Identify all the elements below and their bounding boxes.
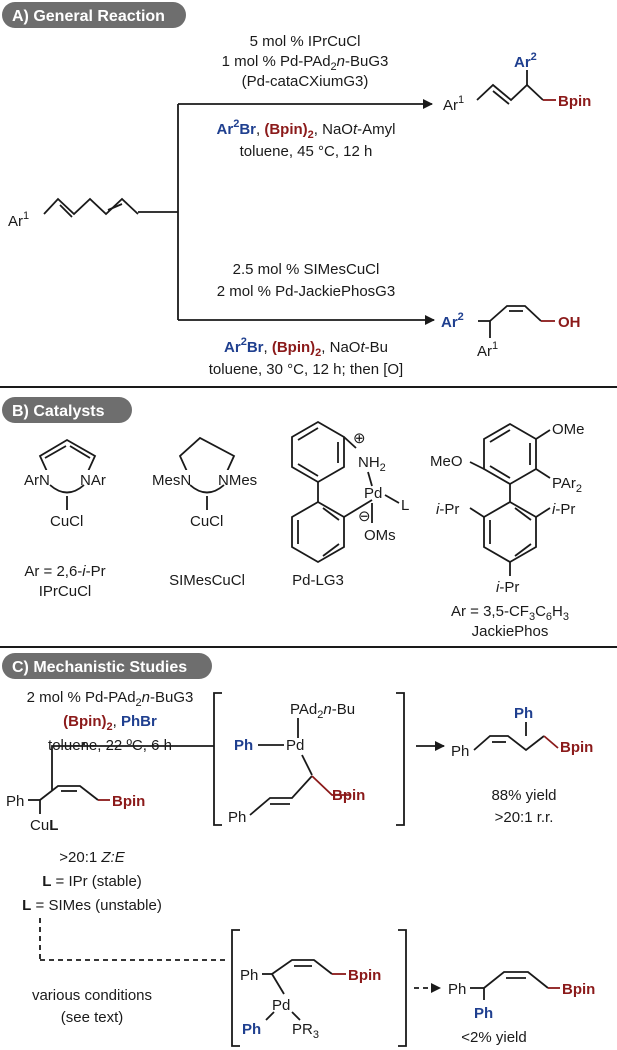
product-1: Ph Ph Bpin 88% yield >20:1 r.r. (451, 705, 593, 826)
section-b-catalysts: B) Catalysts ArN NAr CuCl Ar = 2,6-i-Pr … (0, 397, 617, 648)
svg-text:Ar2: Ar2 (514, 51, 537, 71)
pdlg3-structure: ⊕ NH2 Pd L ⊖ OMs Pd-LG3 (291, 420, 409, 589)
svg-text:Bpin: Bpin (558, 93, 591, 110)
svg-text:Pd: Pd (272, 997, 290, 1014)
svg-text:Bpin: Bpin (332, 787, 365, 804)
section-c-pill (2, 653, 212, 679)
svg-text:Ph: Ph (6, 793, 24, 810)
svg-text:ArN: ArN (24, 472, 50, 489)
bottom-solvent: toluene, 30 °C, 12 h; then [O] (209, 361, 403, 378)
svg-text:MeO: MeO (430, 453, 463, 470)
svg-text:Ph: Ph (474, 1005, 493, 1022)
section-a-general-reaction: A) General Reaction Ar1 5 mol % IPrCuCl … (0, 2, 617, 388)
top-solvent: toluene, 45 °C, 12 h (240, 143, 373, 160)
c-cond-1: 2 mol % Pd-PAd2n-BuG3 (27, 689, 194, 709)
top-cond-3: (Pd-cataCXiumG3) (242, 73, 369, 90)
c-cond-2: (Bpin)2, PhBr (63, 713, 157, 733)
product-1-yield: 88% yield (491, 787, 556, 804)
ze-ratio: >20:1 Z:E (59, 849, 125, 866)
intermediate-pd-2: Ph Pd Ph PR3 Bpin (231, 929, 407, 1047)
svg-text:Bpin: Bpin (560, 739, 593, 756)
bottom-cond-2: 2 mol % Pd-JackiePhosG3 (217, 283, 395, 300)
svg-text:Bpin: Bpin (112, 793, 145, 810)
substrate-diene: Ar1 (8, 197, 139, 230)
svg-text:NAr: NAr (80, 472, 106, 489)
section-c-title: C) Mechanistic Studies (12, 659, 187, 676)
iprcucl-structure: ArN NAr CuCl Ar = 2,6-i-Pr IPrCuCl (22, 438, 114, 600)
svg-text:PAd2n-Bu: PAd2n-Bu (290, 701, 355, 721)
svg-text:Ph: Ph (242, 1021, 261, 1038)
svg-text:Pd: Pd (364, 485, 382, 502)
pdlg3-name: Pd-LG3 (292, 572, 344, 589)
simescucl-structure: MesN NMes CuCl SIMesCuCl (150, 436, 270, 589)
top-cond-1: 5 mol % IPrCuCl (250, 33, 361, 50)
product-2: Ph Ph Bpin <2% yield (448, 971, 595, 1046)
svg-text:Pd: Pd (286, 737, 304, 754)
svg-text:CuCl: CuCl (190, 513, 223, 530)
svg-text:L: L (401, 497, 409, 514)
top-reagents: Ar2Br, (Bpin)2, NaOt-Amyl (217, 118, 396, 141)
svg-text:⊕: ⊕ (353, 430, 366, 447)
svg-text:OMs: OMs (364, 527, 396, 544)
bottom-product: Ar2 Ar1 OH (441, 305, 581, 360)
iprcucl-name: IPrCuCl (39, 583, 92, 600)
see-text: (see text) (61, 1009, 124, 1026)
svg-text:CuCl: CuCl (50, 513, 83, 530)
svg-text:Ph: Ph (240, 967, 258, 984)
svg-text:⊖: ⊖ (358, 508, 371, 525)
bottom-reagents: Ar2Br, (Bpin)2, NaOt-Bu (224, 336, 388, 359)
svg-text:Bpin: Bpin (562, 981, 595, 998)
various-conditions: various conditions (32, 987, 152, 1004)
jackiephos-ar-def: Ar = 3,5-CF3C6H3 (451, 603, 569, 623)
iprcucl-ar-def: Ar = 2,6-i-Pr (24, 563, 105, 580)
svg-text:i-Pr: i-Pr (436, 501, 459, 518)
svg-text:OH: OH (558, 314, 581, 331)
svg-text:Ar1: Ar1 (443, 94, 464, 114)
section-c-mechanistic: C) Mechanistic Studies 2 mol % Pd-PAd2n-… (2, 653, 595, 1047)
ligand-ipr: L = IPr (stable) (42, 873, 142, 890)
svg-text:OMe: OMe (552, 421, 585, 438)
ligand-simes: L = SIMes (unstable) (22, 897, 162, 914)
svg-text:Ph: Ph (451, 743, 469, 760)
section-b-title: B) Catalysts (12, 403, 105, 420)
svg-text:Ar2: Ar2 (441, 311, 464, 331)
svg-text:PR3: PR3 (292, 1021, 319, 1041)
svg-text:MesN: MesN (152, 472, 191, 489)
svg-text:Ph: Ph (514, 705, 533, 722)
substrate-ar1: Ar1 (8, 210, 29, 230)
section-a-title: A) General Reaction (12, 8, 165, 25)
bottom-cond-1: 2.5 mol % SIMesCuCl (233, 261, 380, 278)
product-1-rr: >20:1 r.r. (495, 809, 554, 826)
svg-text:NH2: NH2 (358, 454, 386, 474)
section-a-pill (2, 2, 186, 28)
svg-text:Ph: Ph (448, 981, 466, 998)
svg-text:Bpin: Bpin (348, 967, 381, 984)
start-cu-allyl: Ph CuL Bpin >20:1 Z:E L = IPr (stable) L… (6, 785, 162, 914)
section-b-pill (2, 397, 132, 423)
svg-text:CuL: CuL (30, 817, 58, 834)
simescucl-name: SIMesCuCl (169, 572, 245, 589)
top-product: Ar1 Ar2 Bpin (443, 51, 591, 114)
svg-text:PAr2: PAr2 (552, 475, 582, 495)
intermediate-pd-1: PAd2n-Bu Ph Pd Ph Bpin (213, 692, 405, 826)
svg-text:Ph: Ph (228, 809, 246, 826)
product-2-yield: <2% yield (461, 1029, 526, 1046)
svg-text:Ar1: Ar1 (477, 340, 498, 360)
svg-text:Ph: Ph (234, 737, 253, 754)
svg-text:NMes: NMes (218, 472, 257, 489)
top-cond-2: 1 mol % Pd-PAd2n-BuG3 (222, 53, 389, 73)
jackiephos-structure: OMe MeO PAr2 i-Pr i-Pr i-Pr Ar = 3,5-CF3… (430, 421, 585, 640)
svg-text:i-Pr: i-Pr (496, 579, 519, 596)
svg-text:i-Pr: i-Pr (552, 501, 575, 518)
jackiephos-name: JackiePhos (472, 623, 549, 640)
